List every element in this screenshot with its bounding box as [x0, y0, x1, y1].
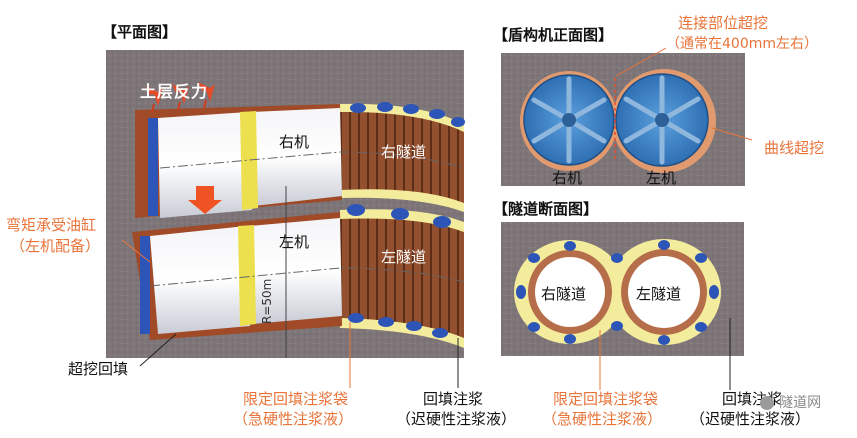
section-bags — [516, 240, 719, 345]
right-lining-inner — [535, 257, 605, 327]
right-tunnel-bags — [347, 102, 465, 228]
backfill-label-2: （迟硬性注浆液） — [396, 410, 517, 428]
front-left-machine-label: 左机 — [646, 169, 677, 187]
right-shield-front — [158, 112, 252, 218]
joint-overcut-label-2: （通常在400mm左右） — [666, 36, 818, 52]
left-tunnel-label: 左隧道 — [381, 248, 427, 266]
overcut-leader — [139, 333, 177, 367]
front-view — [501, 47, 753, 186]
right-shield-rear — [252, 108, 342, 206]
right-tunnel-upper-grout — [340, 103, 464, 132]
section-bag-label-2: （急硬性注浆液） — [542, 410, 663, 428]
plan-view-title: 【平面图】 — [102, 23, 178, 41]
left-tunnel-lower-grout — [340, 318, 464, 348]
left-machine-label: 左机 — [279, 233, 310, 251]
curve-overcut-leader — [711, 127, 753, 141]
right-cutter-face — [148, 118, 158, 216]
section-backfill-label-2: （迟硬性注浆液） — [690, 410, 811, 428]
limited-bag-label-1: 限定回填注浆袋 — [243, 390, 349, 408]
limited-bag-label-2: （急硬性注浆液） — [233, 410, 354, 428]
radius-label: R=50m — [260, 278, 274, 324]
left-center-line — [149, 267, 465, 287]
curve-overcut-label: 曲线超挖 — [764, 139, 825, 157]
front-view-title: 【盾构机正面图】 — [493, 26, 614, 44]
torque-cylinder-label-1: 弯矩承受油缸 — [6, 216, 97, 234]
torque-cylinder-label-2: （左机配备） — [10, 237, 101, 255]
watermark-logo-icon — [760, 395, 774, 410]
torque-arrow — [188, 186, 222, 214]
right-center-line — [159, 151, 465, 169]
joint-leader — [615, 47, 667, 77]
right-tunnel-rings — [340, 108, 464, 205]
section-bag-label-1: 限定回填注浆袋 — [553, 390, 659, 408]
right-machine-label: 右机 — [279, 133, 310, 151]
left-cutter-hub — [655, 113, 669, 127]
front-right-machine-label: 右机 — [552, 169, 583, 187]
left-cutter-face — [140, 236, 150, 334]
left-tunnel-upper-grout — [340, 209, 464, 232]
right-shield-joint — [240, 111, 258, 210]
right-cutter-hub — [562, 113, 576, 127]
right-tunnel-label: 右隧道 — [381, 143, 427, 161]
backfill-label-1: 回填注浆 — [423, 390, 484, 408]
section-left-tunnel-label: 左隧道 — [636, 285, 682, 303]
soil-reaction-label: 土层反力 — [140, 82, 209, 101]
left-tunnel-bags — [348, 313, 448, 338]
section-right-tunnel-label: 右隧道 — [541, 285, 587, 303]
left-shield-front — [150, 226, 250, 334]
left-shield-joint — [238, 225, 256, 326]
left-tunnel-rings — [340, 214, 464, 340]
right-tunnel-lower-grout — [340, 189, 464, 212]
watermark: 隧道网 — [760, 392, 821, 412]
watermark-text: 隧道网 — [779, 395, 822, 411]
section-view-title: 【隧道断面图】 — [493, 200, 599, 218]
reaction-arrow-tips — [151, 99, 207, 113]
overcut-backfill-label: 超挖回填 — [68, 360, 129, 378]
left-lining-inner — [628, 256, 700, 328]
torque-leader — [121, 239, 151, 263]
left-shield-rear — [250, 218, 342, 324]
plan-view — [106, 50, 465, 388]
section-view — [501, 222, 744, 390]
soil-reaction-arrows — [146, 82, 215, 106]
joint-overcut-label-1: 连接部位超挖 — [678, 14, 769, 32]
